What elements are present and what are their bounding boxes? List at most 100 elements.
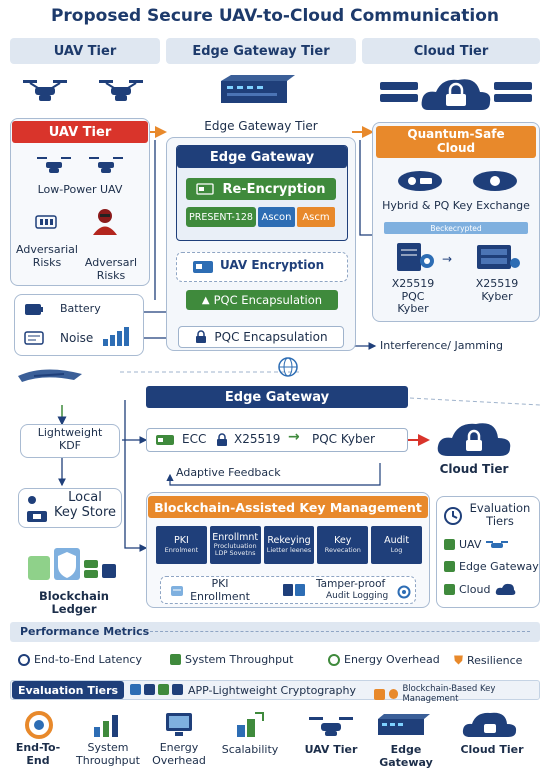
quantum-safe-cloud-button[interactable]: Quantum-Safe Cloud [376,126,536,158]
re-encryption-label: Re-Encryption [222,181,326,197]
kdf-label: Lightweight KDF [37,426,103,452]
edge-gateway-bar[interactable]: Edge Gateway [146,386,408,408]
eval-item-uav[interactable]: UAV [444,538,509,551]
eval-tiers-title[interactable]: Evaluation Tiers [12,681,124,699]
metric-energy-label: Energy Overhead [344,653,440,666]
card-icon [154,433,176,447]
radio-icon [24,328,44,346]
bkm-item-top: Audit [384,535,410,547]
metric-throughput-label: System Throughput [185,653,294,666]
performance-title: Performance Metrics [20,625,150,638]
drone-icon [99,80,143,101]
ledger-icon [280,580,308,600]
eval-bkm[interactable]: Blockchain-Based Key Management [374,684,550,704]
globe-icon [276,356,300,378]
square-icon [444,583,455,595]
gateway-device-icon [372,710,432,740]
energy-icon [328,653,340,666]
cipher-ascon[interactable]: Ascon [258,207,295,227]
metric-resilience[interactable]: ⛊ Resilience [454,653,522,668]
energy-monitor-icon [162,708,196,740]
bkm-item-bottom: Proclutuation LDP Sovetns [213,542,257,558]
bottom-label-energy: Energy Overhead [152,741,206,767]
eval-item-edge[interactable]: Edge Gateway [444,560,539,573]
x25519-label: X25519 [234,432,281,446]
cipher-ascm[interactable]: Ascm [297,207,335,227]
document-gear-icon [392,240,438,274]
hacker-icon [90,206,120,236]
uav-tier-panel [10,118,150,286]
ecc-label: ECC [182,432,207,446]
local-key-store-label: Local Key Store [53,490,117,520]
uav-tier-button[interactable]: UAV Tier [12,121,148,143]
clock-icon [18,653,30,666]
performance-divider [150,631,530,632]
triangle-icon: ▲ [201,294,210,306]
drone-icon [306,710,356,740]
bkm-item-top: Rekeying [267,535,311,547]
drone-pair [18,70,148,110]
bottom-label-cloud: Cloud Tier [460,743,524,756]
pqc-encapsulation-outer[interactable]: PQC Encapsulation [178,326,344,348]
key-exchange-icon-left [395,168,445,194]
pqc-encapsulation-inner[interactable]: ▲ PQC Encapsulation [186,290,338,310]
bkm-item-top: Enrollmnt [212,531,259,543]
bkm-item-bottom: Log [390,545,403,554]
key-exchange-icon-right [470,168,520,194]
pqc-kyber-label: PQC Kyber [312,432,375,446]
edge-gateway-title: Edge Gateway [177,146,347,168]
tier-header-uav: UAV Tier [10,38,160,64]
re-encryption-button[interactable]: Re-Encryption [186,178,336,200]
audit-logging-label: Audit Logging [326,591,389,601]
eval-item-uav-label: UAV [459,538,482,551]
cloud-server-icon [376,72,536,114]
eval-side-title: Evaluation Tiers [469,501,531,529]
battery-label: Battery [60,302,101,315]
server-stack-icon [472,240,522,274]
drone-icon [486,540,509,548]
beckecrypted-bar: Beckecrypted [384,222,528,234]
pqc-outer-label: PQC Encapsulation [214,330,328,344]
gateway-device-icon [212,70,298,108]
kdf-box [20,424,120,458]
eval-tiers-bar [10,680,540,700]
performance-bar [10,622,540,642]
metric-latency[interactable]: End-to-End Latency [18,653,142,666]
square-icon [374,688,385,700]
pki-enrollment-label: PKI Enrollment [190,577,250,603]
bkm-title[interactable]: Blockchain-Assisted Key Management [148,496,428,518]
square-icon [130,684,141,695]
metric-energy[interactable]: Energy Overhead [328,653,440,666]
bottom-label-edge: Edge Gateway [379,743,433,769]
drone-icon [89,157,123,173]
metric-throughput[interactable]: System Throughput [170,653,293,666]
cipher-present[interactable]: PRESENT-128 [186,207,256,227]
tamper-label: Tamper-proof [316,578,386,590]
metric-resilience-label: Resilience [467,654,523,667]
interference-label: Interference/ Jamming [380,339,503,352]
bkm-item-bottom: Lietter leenes [266,545,312,554]
right-algo-label: X25519 Kyber [475,277,519,303]
algo-chain-box [146,428,408,452]
metric-latency-label: End-to-End Latency [34,653,142,666]
eval-bar-icons [130,684,183,695]
signal-bars-icon [100,324,136,348]
bottom-label-latency: End-To- End [15,741,61,767]
battery-icon [24,300,44,318]
adversarl-risks-label: Adversarl Risks [84,256,138,282]
scalability-icon [232,708,266,740]
pqc-inner-label: PQC Encapsulation [213,293,323,307]
eval-app-label: APP-Lightweight Cryptography [188,684,357,697]
blockchain-ledger-label: Blockchain Ledger [39,589,109,617]
square-icon [144,684,155,695]
cloud-lock-icon [434,418,514,458]
eval-item-cloud[interactable]: Cloud [444,582,516,596]
drone-flying-icon [14,362,86,386]
grid-icon [170,654,181,665]
